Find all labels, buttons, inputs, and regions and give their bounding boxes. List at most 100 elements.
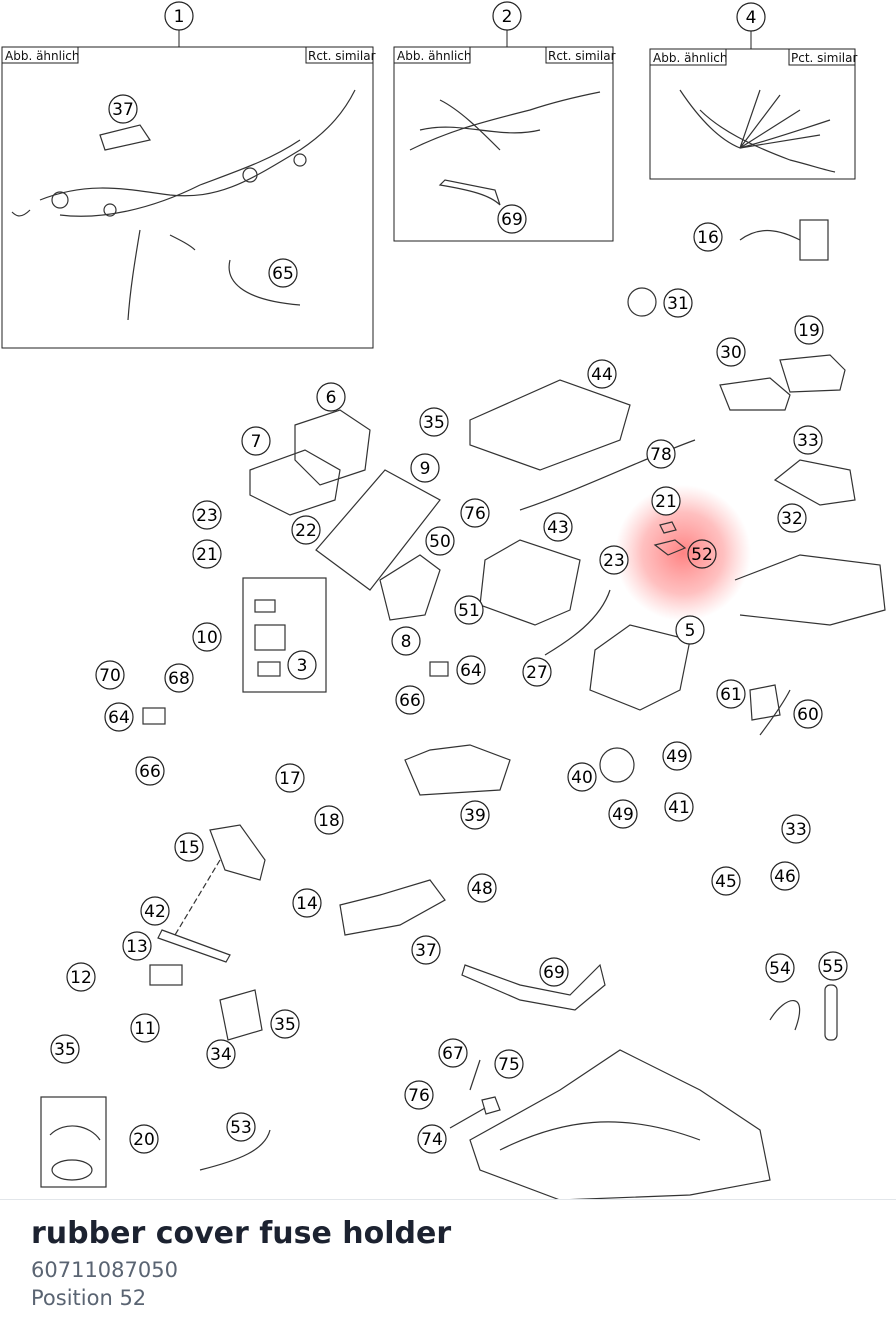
callout-8[interactable]: 8 [391,626,421,656]
callout-15[interactable]: 15 [174,832,204,862]
callout-66[interactable]: 66 [135,756,165,786]
callout-64b[interactable]: 64 [456,655,486,685]
callout-21[interactable]: 21 [651,486,681,516]
callout-4[interactable]: 4 [736,2,766,32]
svg-text:11: 11 [134,1019,156,1039]
callout-67[interactable]: 67 [438,1038,468,1068]
callout-70[interactable]: 70 [95,660,125,690]
svg-text:75: 75 [498,1055,520,1075]
callout-46[interactable]: 46 [770,861,800,891]
callout-11[interactable]: 11 [130,1013,160,1043]
callout-2[interactable]: 2 [492,1,522,31]
callout-52-highlighted[interactable]: 52 [687,539,717,569]
callout-66b[interactable]: 66 [395,685,425,715]
part-position: Position 52 [31,1286,147,1310]
callout-61[interactable]: 61 [716,679,746,709]
callout-10[interactable]: 10 [192,622,222,652]
callout-35c[interactable]: 35 [50,1034,80,1064]
svg-text:7: 7 [251,432,262,452]
svg-text:50: 50 [429,532,451,552]
callout-14[interactable]: 14 [292,888,322,918]
callout-51[interactable]: 51 [454,595,484,625]
svg-text:76: 76 [408,1086,430,1106]
callout-20[interactable]: 20 [129,1124,159,1154]
svg-text:22: 22 [295,521,317,541]
svg-text:44: 44 [591,365,613,385]
callout-30[interactable]: 30 [716,337,746,367]
callout-78[interactable]: 78 [646,439,676,469]
svg-text:45: 45 [715,872,737,892]
callout-53[interactable]: 53 [226,1112,256,1142]
callout-13[interactable]: 13 [122,931,152,961]
callout-50[interactable]: 50 [425,526,455,556]
frame-2[interactable]: Abb. ähnlich Rct. similar [393,30,616,242]
svg-text:2: 2 [502,7,513,27]
callout-23[interactable]: 23 [192,500,222,530]
callout-45[interactable]: 45 [711,866,741,896]
callout-17[interactable]: 17 [275,763,305,793]
callout-34[interactable]: 34 [206,1039,236,1069]
callout-3[interactable]: 3 [287,650,317,680]
svg-text:33: 33 [785,820,807,840]
callout-41[interactable]: 41 [664,792,694,822]
callout-39[interactable]: 39 [460,800,490,830]
frame-1-left-label: Abb. ähnlich [5,49,80,63]
callout-12[interactable]: 12 [66,962,96,992]
callout-33b[interactable]: 33 [781,814,811,844]
callout-69[interactable]: 69 [497,204,527,234]
callout-68[interactable]: 68 [164,663,194,693]
svg-text:43: 43 [547,518,569,538]
callout-16[interactable]: 16 [693,222,723,252]
frame-4[interactable]: Abb. ähnlich Pct. similar [649,31,857,180]
svg-text:66: 66 [139,762,161,782]
callout-43[interactable]: 43 [543,512,573,542]
callout-76b[interactable]: 76 [404,1080,434,1110]
callout-48[interactable]: 48 [467,873,497,903]
svg-text:70: 70 [99,666,121,686]
callout-37[interactable]: 37 [108,94,138,124]
frame-1[interactable]: Abb. ähnlich Rct. similar [1,30,376,349]
svg-text:3: 3 [297,656,308,676]
callout-31[interactable]: 31 [663,288,693,318]
callout-74[interactable]: 74 [417,1124,447,1154]
callout-49b[interactable]: 49 [608,799,638,829]
svg-text:69: 69 [501,210,523,230]
svg-text:37: 37 [415,941,437,961]
callout-54[interactable]: 54 [765,953,795,983]
callout-40[interactable]: 40 [567,762,597,792]
callout-23b[interactable]: 23 [599,545,629,575]
callout-44[interactable]: 44 [587,359,617,389]
svg-text:31: 31 [667,294,689,314]
callout-21b[interactable]: 21 [192,539,222,569]
callout-42[interactable]: 42 [140,896,170,926]
svg-text:54: 54 [769,959,791,979]
callout-35[interactable]: 35 [419,407,449,437]
callout-65[interactable]: 65 [268,258,298,288]
callout-7[interactable]: 7 [241,426,271,456]
callout-9[interactable]: 9 [410,453,440,483]
callout-76[interactable]: 76 [460,498,490,528]
svg-text:13: 13 [126,937,148,957]
callout-27[interactable]: 27 [522,657,552,687]
callout-55[interactable]: 55 [818,951,848,981]
svg-text:23: 23 [603,551,625,571]
callout-32[interactable]: 32 [777,503,807,533]
callout-18[interactable]: 18 [314,805,344,835]
svg-text:64: 64 [108,708,130,728]
callout-75[interactable]: 75 [494,1049,524,1079]
callout-35b[interactable]: 35 [270,1009,300,1039]
callout-64[interactable]: 64 [104,702,134,732]
callout-19[interactable]: 19 [794,315,824,345]
callout-60[interactable]: 60 [793,699,823,729]
svg-text:52: 52 [691,545,713,565]
callout-6[interactable]: 6 [316,382,346,412]
callout-37b[interactable]: 37 [411,935,441,965]
frame-4-right-label: Pct. similar [791,51,857,65]
callout-1[interactable]: 1 [164,1,194,31]
callouts: 1 2 4 37 65 69 16 31 19 30 44 6 35 7 9 7… [50,1,848,1154]
callout-5[interactable]: 5 [675,615,705,645]
callout-22[interactable]: 22 [291,515,321,545]
callout-33[interactable]: 33 [793,425,823,455]
callout-69b[interactable]: 69 [539,957,569,987]
callout-49[interactable]: 49 [662,741,692,771]
